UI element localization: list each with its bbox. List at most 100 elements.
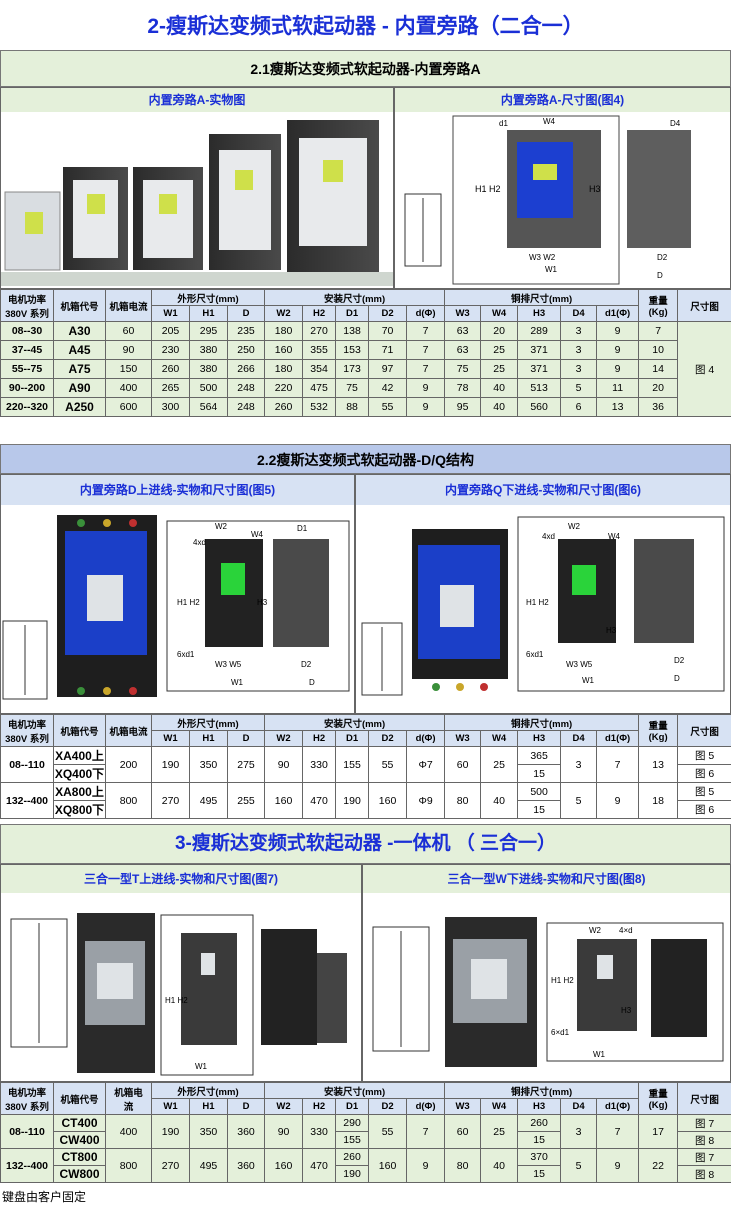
- table-cell: 270: [151, 782, 190, 819]
- table-cell: 90: [105, 340, 152, 360]
- svg-text:D2: D2: [301, 660, 312, 669]
- svg-text:H3: H3: [606, 626, 617, 635]
- svg-text:4xd: 4xd: [542, 532, 555, 541]
- section-3-title: 3-瘦斯达变频式软起动器 -一体机 （ 三合一）: [174, 833, 557, 854]
- table-cell: 380: [189, 340, 228, 360]
- table-cell: 350: [189, 746, 228, 783]
- q-type-image: H1 H2 H3 W2 W4 4xd 6xd1 W3 W5 W1 D2 D: [361, 516, 725, 696]
- table-cell: 08--30: [0, 321, 54, 341]
- table-cell: 90: [264, 1114, 304, 1149]
- table-cell: 9: [596, 359, 640, 379]
- header-busbar: 铜排尺寸(mm): [444, 289, 640, 306]
- table-cell: XA800上: [53, 782, 106, 801]
- header-dphi: d(Φ): [406, 305, 446, 322]
- header-current: 机箱电流: [105, 1082, 152, 1115]
- table-cell: 470: [302, 782, 337, 819]
- table-cell: 11: [596, 378, 640, 398]
- header-w3: W3: [444, 305, 482, 322]
- table-cell: 20: [638, 378, 679, 398]
- svg-text:d1: d1: [499, 119, 508, 128]
- svg-text:W1: W1: [231, 678, 244, 687]
- header-fig: 尺寸图: [677, 714, 731, 747]
- panel-t-type: 三合一型T上进线-实物和尺寸图(图7) H1 H2 W1: [0, 864, 362, 1082]
- table-cell: 80: [444, 782, 482, 819]
- table-cell: 60: [444, 746, 482, 783]
- table-cell: 190: [335, 1165, 370, 1183]
- table-cell: 275: [226, 746, 266, 783]
- table-cell: 图 8: [677, 1131, 731, 1149]
- table-cell: 图 6: [677, 764, 731, 783]
- table-cell: 260: [335, 1148, 370, 1166]
- header-d: D: [226, 1098, 266, 1115]
- dimension-drawing-a: H1 H2 H3 W4 d1 W1 W3 W2 D4 D2 D: [395, 112, 730, 288]
- footer-note: 键盘由客户固定: [2, 1190, 87, 1204]
- header-outer: 外形尺寸(mm): [150, 714, 266, 731]
- table-cell: 190: [151, 1114, 190, 1149]
- table-cell: 图 7: [677, 1114, 731, 1132]
- table-cell: 17: [638, 1114, 679, 1149]
- table-cell: 08--110: [0, 1114, 54, 1149]
- header-d1: D1: [335, 1098, 370, 1115]
- table-cell: 18: [638, 782, 679, 819]
- header-h1: H1: [189, 1098, 228, 1115]
- table-cell: 800: [105, 1148, 152, 1183]
- panel-photo-a: 内置旁路A-实物图: [0, 87, 394, 289]
- table-cell: 270: [151, 1148, 190, 1183]
- header-model: 机箱代号: [53, 714, 106, 747]
- header-d: D: [226, 305, 266, 322]
- header-h3: H3: [517, 730, 562, 747]
- table-cell: 88: [335, 397, 370, 417]
- header-w3: W3: [444, 1098, 482, 1115]
- table-cell: 71: [368, 340, 408, 360]
- table-cell: 20: [480, 321, 519, 341]
- header-weight: 重量(Kg): [638, 1082, 679, 1115]
- header-h3: H3: [517, 1098, 562, 1115]
- header-d1phi: d1(Φ): [596, 305, 640, 322]
- header-current: 机箱电流: [105, 289, 152, 322]
- table-cell: 260: [264, 397, 304, 417]
- table-cell: 255: [226, 782, 266, 819]
- table-cell: 400: [105, 378, 152, 398]
- table-cell: 354: [302, 359, 337, 379]
- table-cell: 40: [480, 782, 519, 819]
- header-dphi: d(Φ): [406, 1098, 446, 1115]
- table-cell: 173: [335, 359, 370, 379]
- table-cell: 248: [226, 378, 266, 398]
- header-w3: W3: [444, 730, 482, 747]
- header-mount: 安装尺寸(mm): [264, 714, 446, 731]
- table-cell: 37--45: [0, 340, 54, 360]
- table-cell: 90--200: [0, 378, 54, 398]
- table-cell: 图 5: [677, 746, 731, 765]
- table-cell: 150: [105, 359, 152, 379]
- table-cell: 153: [335, 340, 370, 360]
- d-type-image: H1 H2 H3 W2 W4 4xd D1 6xd1 W3 W5 W1 D2 D: [2, 515, 350, 700]
- table-cell: 564: [189, 397, 228, 417]
- table-cell: 55--75: [0, 359, 54, 379]
- table-cell: 155: [335, 1131, 370, 1149]
- panel-caption: 内置旁路D上进线-实物和尺寸图(图5): [1, 475, 354, 506]
- table-cell: 40: [480, 1148, 519, 1183]
- table-cell: 55: [368, 746, 408, 783]
- table-cell: 330: [302, 1114, 337, 1149]
- table-cell: 3: [560, 746, 598, 783]
- header-mount: 安装尺寸(mm): [264, 1082, 446, 1099]
- table-cell: XQ800下: [53, 800, 106, 819]
- table-cell: A45: [53, 340, 106, 360]
- svg-text:H1 H2: H1 H2: [551, 976, 574, 985]
- svg-text:W3 W2: W3 W2: [529, 253, 556, 262]
- svg-text:W2: W2: [568, 522, 581, 531]
- table-cell: 6: [560, 397, 598, 417]
